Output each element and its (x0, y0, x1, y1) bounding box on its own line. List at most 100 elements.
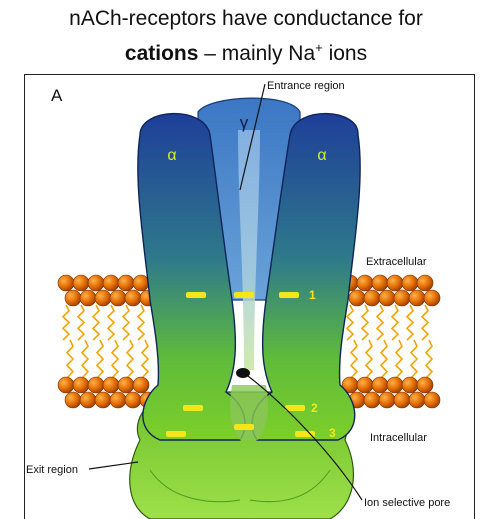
title-superscript: + (315, 40, 323, 55)
lipid-head (416, 274, 434, 292)
lipid-head (356, 376, 374, 394)
lipid-tail (409, 339, 419, 379)
lipid-head (102, 274, 120, 292)
ring-1-center (234, 292, 254, 298)
lipid-tail (110, 339, 120, 379)
ring-3-center (234, 424, 254, 430)
alpha-label-right: α (317, 147, 326, 164)
diagram-panel (24, 74, 475, 519)
lipid-head (348, 289, 366, 307)
lipid-head (79, 391, 97, 409)
ring-number-2: 2 (311, 401, 318, 415)
lipid-tail (65, 339, 75, 379)
lipid-head (378, 391, 396, 409)
title-line-2-text: – mainly Na (198, 42, 316, 65)
lipid-head (57, 274, 75, 292)
lipid-tail (95, 339, 105, 379)
lipid-head (94, 391, 112, 409)
exit-region-label: Exit region (26, 464, 78, 476)
lipid-tail (106, 304, 116, 341)
extracellular-label: Extracellular (366, 256, 427, 268)
lipid-head (416, 376, 434, 394)
lipid-head (57, 376, 75, 394)
lipid-head (423, 391, 441, 409)
ring-3-left (166, 431, 186, 437)
lipid-head (408, 391, 426, 409)
lipid-tail (360, 304, 370, 341)
lipid-tail (61, 304, 71, 341)
title-bold-word: cations (124, 42, 199, 65)
lipid-tail (424, 339, 434, 379)
lipid-head (124, 391, 142, 409)
lipid-head (132, 376, 150, 394)
lipid-bilayer-right (341, 274, 441, 409)
ring-2-right (285, 405, 305, 411)
lipid-head (386, 274, 404, 292)
lipid-head (393, 289, 411, 307)
charged-rings (166, 292, 315, 437)
lipid-head (79, 289, 97, 307)
slide-title: nACh-receptors have conductance for cati… (0, 4, 492, 68)
lipid-tail (394, 339, 404, 379)
ring-1-left (186, 292, 206, 298)
lipid-head (109, 391, 127, 409)
ring-2-left (183, 405, 203, 411)
lipid-tail (80, 339, 90, 379)
lipid-tail (140, 339, 150, 379)
lipid-bilayer-left (57, 274, 157, 409)
title-line-2: cations – mainly Na+ ions (0, 33, 492, 68)
ring-number-1: 1 (309, 288, 316, 302)
lipid-head (378, 289, 396, 307)
lipid-head (386, 376, 404, 394)
lipid-tail (364, 339, 374, 379)
lipid-tail (91, 304, 101, 341)
lipid-head (64, 289, 82, 307)
gamma-label: γ (240, 113, 249, 132)
lipid-head (124, 289, 142, 307)
alpha-label-left: α (167, 147, 176, 164)
lipid-head (87, 376, 105, 394)
lipid-head (132, 274, 150, 292)
lipid-tail (349, 339, 359, 379)
title-line-1: nACh-receptors have conductance for (69, 7, 423, 30)
ring-number-3: 3 (329, 426, 336, 440)
lipid-tail (379, 339, 389, 379)
title-line-2-end: ions (322, 42, 368, 65)
lipid-head (408, 289, 426, 307)
lipid-tail (375, 304, 385, 341)
lipid-tail (125, 339, 135, 379)
lipid-head (64, 391, 82, 409)
lipid-head (109, 289, 127, 307)
lipid-head (363, 289, 381, 307)
lipid-tail (420, 304, 430, 341)
lipid-head (72, 376, 90, 394)
lipid-head (363, 391, 381, 409)
lipid-tail (76, 304, 86, 341)
pore-channel (238, 130, 260, 370)
lipid-head (371, 274, 389, 292)
lipid-head (117, 376, 135, 394)
lipid-tail (121, 304, 131, 341)
entrance-region-label: Entrance region (267, 80, 345, 92)
ring-3-right (295, 431, 315, 437)
lipid-head (401, 274, 419, 292)
lipid-tail (390, 304, 400, 341)
lipid-head (356, 274, 374, 292)
ring-1-right (279, 292, 299, 298)
ion-selective-pore-label: Ion selective pore (364, 497, 450, 509)
lipid-head (371, 376, 389, 394)
lipid-head (423, 289, 441, 307)
intracellular-label: Intracellular (370, 432, 427, 444)
lipid-head (72, 274, 90, 292)
lipid-tail (345, 304, 355, 341)
lipid-tail (405, 304, 415, 341)
lipid-tail (136, 304, 146, 341)
lipid-head (102, 376, 120, 394)
lipid-head (401, 376, 419, 394)
panel-letter: A (51, 86, 63, 105)
lipid-head (87, 274, 105, 292)
lipid-head (393, 391, 411, 409)
lipid-head (117, 274, 135, 292)
lipid-head (94, 289, 112, 307)
